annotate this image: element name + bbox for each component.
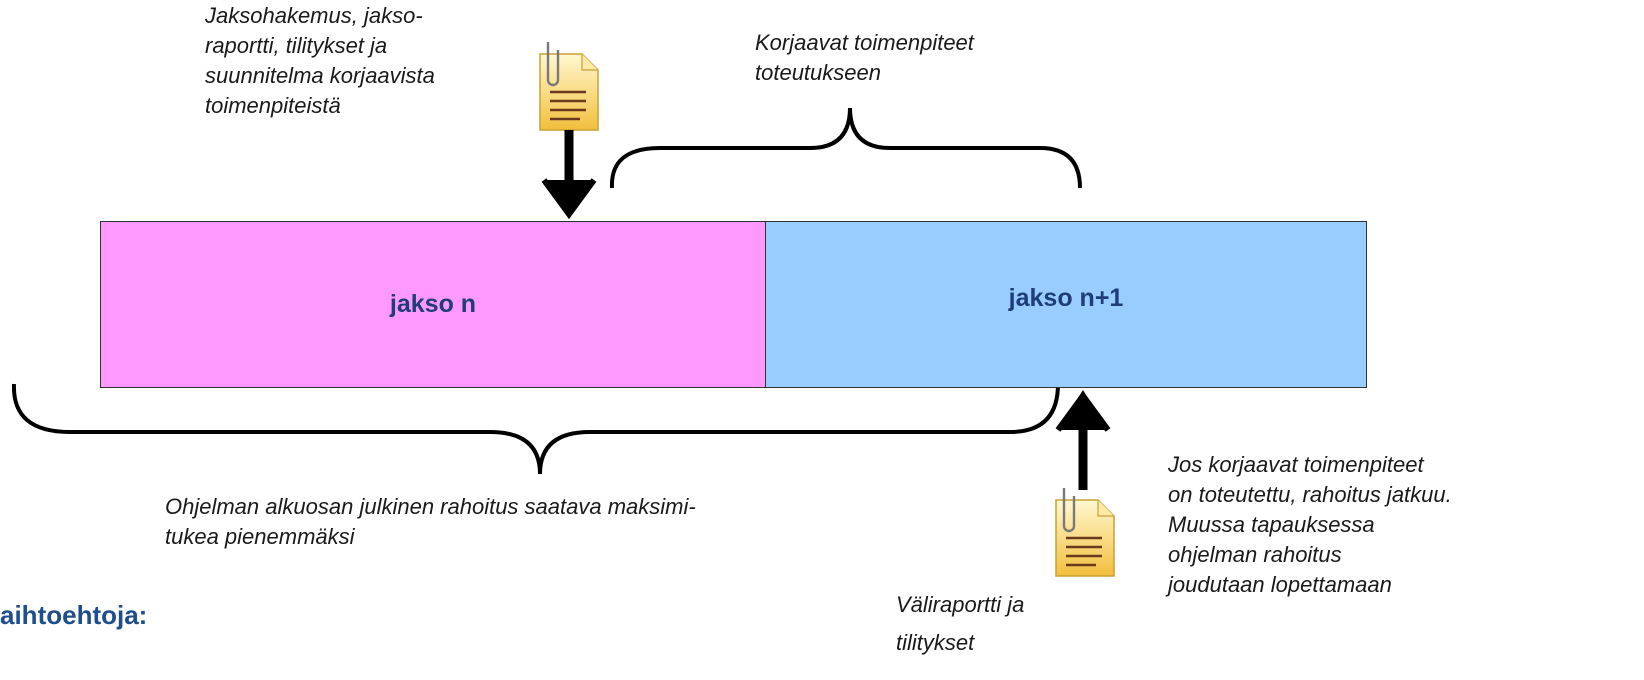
period-n-bar: jakso n bbox=[100, 221, 766, 388]
alternatives-heading: aihtoehtoja: bbox=[0, 600, 148, 630]
period-n1-label: jakso n+1 bbox=[1008, 284, 1124, 312]
top-document-label: Jaksohakemus, jakso- raportti, tilitykse… bbox=[205, 3, 435, 118]
funding-label: Ohjelman alkuosan julkinen rahoitus saat… bbox=[165, 494, 696, 549]
brace-icon bbox=[609, 107, 1082, 189]
document-icon bbox=[539, 42, 599, 131]
down-arrow-icon bbox=[541, 130, 597, 220]
period-n1-bar: jakso n+1 bbox=[765, 221, 1367, 388]
corrective-actions-label: Korjaavat toimenpiteet toteutukseen bbox=[755, 30, 974, 85]
interim-document-icon bbox=[1055, 488, 1115, 577]
interim-report-label: Väliraportti ja tilitykset bbox=[896, 592, 1025, 655]
up-arrow-icon bbox=[1055, 390, 1111, 490]
outcome-label: Jos korjaavat toimenpiteet on toteutettu… bbox=[1168, 452, 1452, 597]
period-n-label: jakso n bbox=[389, 290, 477, 318]
funding-brace-icon bbox=[11, 383, 1060, 475]
